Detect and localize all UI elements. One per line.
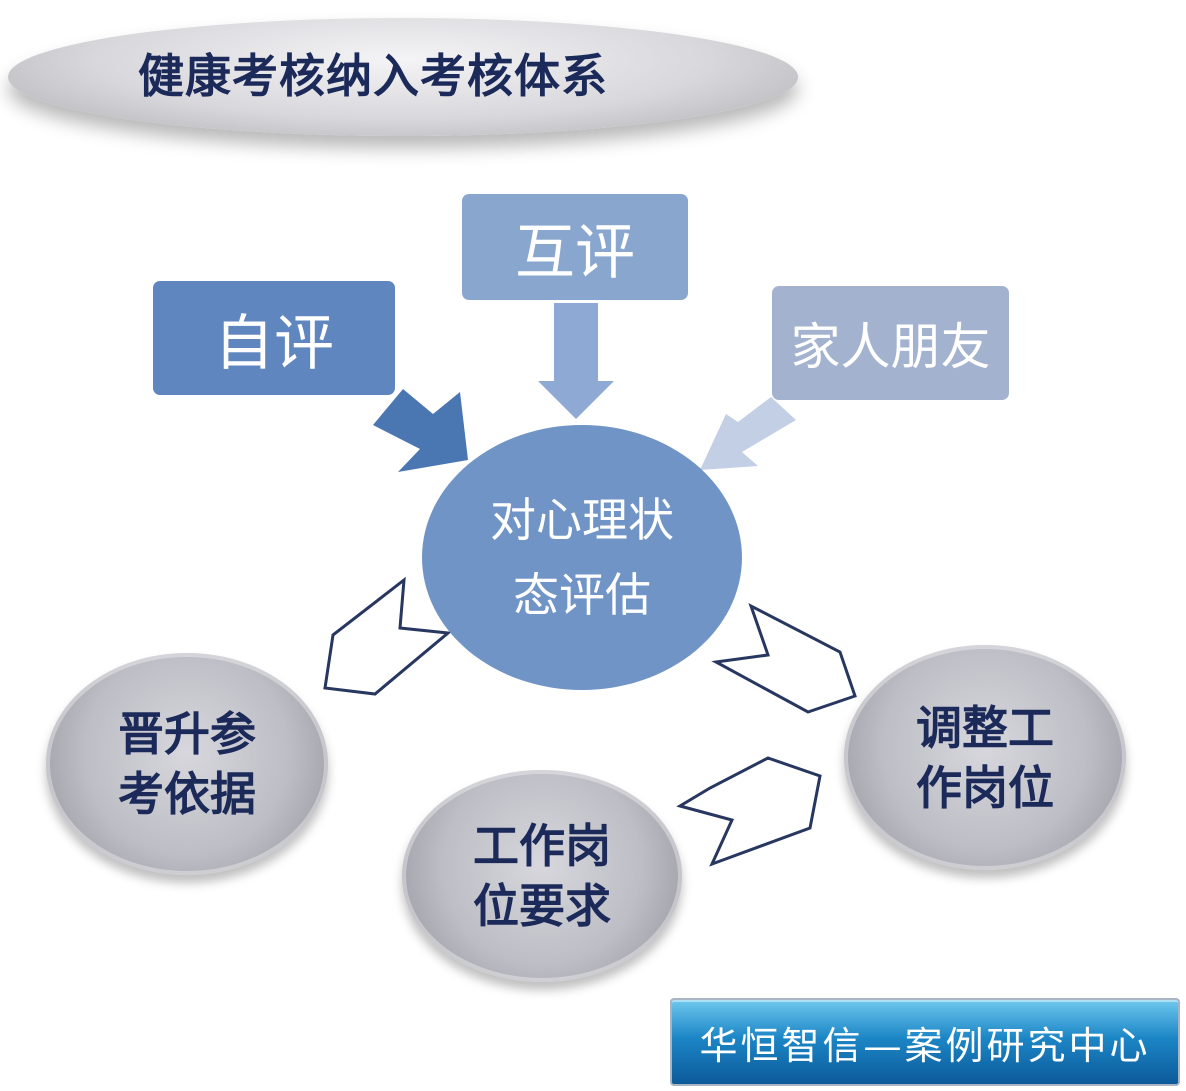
peer-arrow bbox=[538, 303, 614, 419]
psychological-assessment-circle: 对心理状 态评估 bbox=[422, 425, 742, 690]
self-arrow bbox=[373, 389, 468, 472]
center-line-1: 对心理状 bbox=[490, 492, 674, 547]
center-line-2: 态评估 bbox=[513, 567, 651, 622]
requirement-arrow bbox=[676, 756, 822, 867]
promotion-reference-circle: 晋升参 考依据 bbox=[46, 653, 328, 875]
footer-banner: 华恒智信—案例研究中心 bbox=[670, 998, 1180, 1086]
adjust-line-1: 调整工 bbox=[916, 700, 1054, 755]
adjust-position-circle: 调整工 作岗位 bbox=[844, 645, 1126, 870]
family-arrow bbox=[700, 397, 796, 470]
family-friends-box: 家人朋友 bbox=[772, 286, 1009, 400]
job-requirement-circle: 工作岗 位要求 bbox=[402, 770, 682, 982]
adjust-arrow bbox=[711, 602, 857, 714]
requirement-line-1: 工作岗 bbox=[473, 819, 611, 873]
promotion-line-2: 考依据 bbox=[118, 767, 256, 821]
requirement-line-2: 位要求 bbox=[473, 879, 611, 933]
peer-evaluation-box: 互评 bbox=[462, 194, 688, 300]
page-title: 健康考核纳入考核体系 bbox=[138, 49, 608, 103]
adjust-line-2: 作岗位 bbox=[916, 760, 1054, 815]
title-banner bbox=[8, 18, 798, 136]
self-evaluation-box: 自评 bbox=[153, 281, 395, 395]
promotion-line-1: 晋升参 bbox=[118, 707, 256, 761]
promotion-arrow bbox=[323, 576, 452, 696]
